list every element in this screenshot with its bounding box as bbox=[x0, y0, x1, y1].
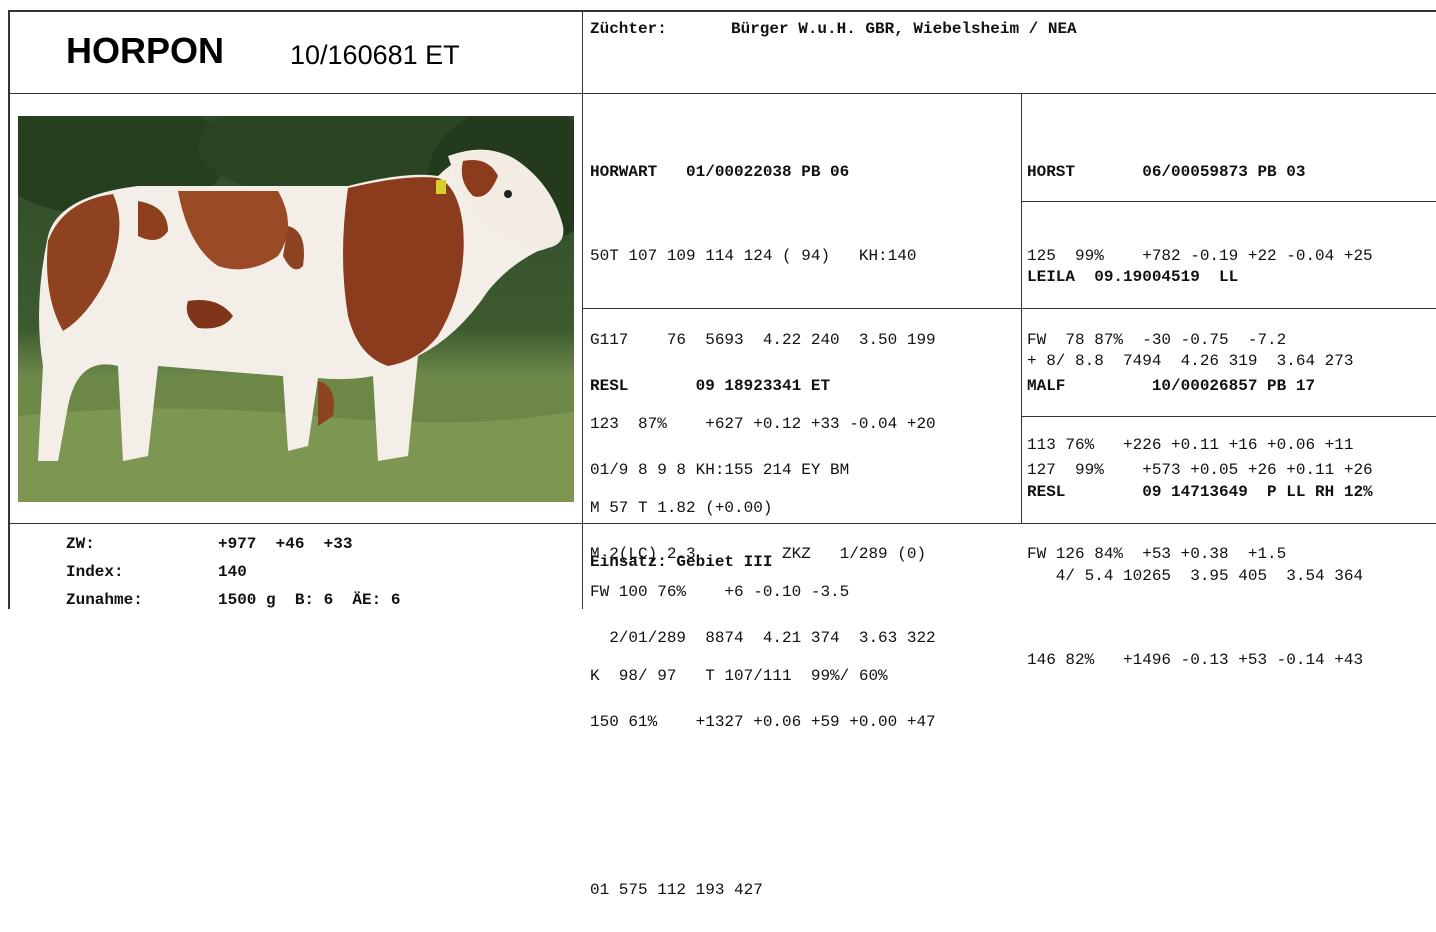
sire-dam-line-3: 113 76% +226 +0.11 +16 +0.06 +11 bbox=[1027, 436, 1354, 454]
border-right-split-3 bbox=[1021, 416, 1436, 417]
breeder-value: Bürger W.u.H. GBR, Wiebelsheim / NEA bbox=[731, 20, 1077, 38]
dam-sire-block: MALF 10/00026857 PB 17 127 99% +573 +0.0… bbox=[1027, 316, 1373, 596]
sire-dam-line-1: LEILA 09.19004519 LL bbox=[1027, 268, 1239, 286]
index-value: 140 bbox=[218, 563, 247, 581]
sire-sire-block: HORST 06/00059873 PB 03 125 99% +782 -0.… bbox=[1027, 102, 1373, 382]
page: { "header": { "bull_name": "HORPON", "bu… bbox=[8, 10, 1436, 899]
breeder-label: Züchter: bbox=[590, 20, 667, 38]
zw-label: ZW: bbox=[66, 535, 95, 553]
bull-name: HORPON bbox=[66, 30, 225, 71]
border-top bbox=[8, 10, 1436, 12]
dam-line-1: RESL 09 18923341 ET bbox=[590, 377, 831, 395]
gain-label: Zunahme: bbox=[66, 591, 143, 609]
bull-photo-illustration bbox=[18, 116, 574, 502]
usage-text: Einsatz: Gebiet III bbox=[590, 553, 773, 571]
dam-dam-block: RESL 09 14713649 P LL RH 12% 4/ 5.4 1026… bbox=[1027, 422, 1373, 702]
sire-sire-line-2: 125 99% +782 -0.19 +22 -0.04 +25 bbox=[1027, 247, 1373, 265]
dam-block: RESL 09 18923341 ET 01/9 8 9 8 KH:155 21… bbox=[590, 316, 936, 932]
sire-sire-line-1: HORST 06/00059873 PB 03 bbox=[1027, 163, 1306, 181]
sire-line-5: M 57 T 1.82 (+0.00) bbox=[590, 499, 773, 517]
dam-dam-line-3: 146 82% +1496 -0.13 +53 -0.14 +43 bbox=[1027, 651, 1364, 669]
index-label: Index: bbox=[66, 563, 124, 581]
dam-line-6 bbox=[590, 792, 936, 820]
border-header-bottom bbox=[8, 93, 1436, 94]
border-right-split-2 bbox=[1021, 308, 1436, 309]
bull-id: 10/160681 ET bbox=[290, 40, 460, 70]
dam-sire-line-3: FW 126 84% +53 +0.38 +1.5 bbox=[1027, 545, 1287, 563]
zw-value: +977 +46 +33 bbox=[218, 535, 353, 553]
dam-dam-line-1: RESL 09 14713649 P LL RH 12% bbox=[1027, 483, 1373, 501]
dam-line-5: 150 61% +1327 +0.06 +59 +0.00 +47 bbox=[590, 713, 936, 731]
border-sire-dam-split bbox=[582, 308, 1022, 309]
bull-photo bbox=[18, 116, 574, 502]
gain-value: 1500 g B: 6 ÄE: 6 bbox=[218, 591, 401, 609]
border-mid-vertical bbox=[582, 10, 583, 609]
border-right-split-1 bbox=[1021, 201, 1436, 202]
sire-sire-line-3: FW 78 87% -30 -0.75 -7.2 bbox=[1027, 331, 1287, 349]
sire-dam-line-2: + 8/ 8.8 7494 4.26 319 3.64 273 bbox=[1027, 352, 1354, 370]
dam-line-2: 01/9 8 9 8 KH:155 214 EY BM bbox=[590, 461, 850, 479]
dam-line-3: M 2(LC) 2.3 ZKZ 1/289 (0) bbox=[590, 545, 927, 563]
dam-sire-line-2: 127 99% +573 +0.05 +26 +0.11 +26 bbox=[1027, 461, 1373, 479]
border-left bbox=[8, 10, 10, 609]
dam-dam-line-2: 4/ 5.4 10265 3.95 405 3.54 364 bbox=[1027, 567, 1364, 585]
sire-line-2: 50T 107 109 114 124 ( 94) KH:140 bbox=[590, 247, 917, 265]
border-footer-top bbox=[8, 523, 1436, 524]
sire-line-6: FW 100 76% +6 -0.10 -3.5 bbox=[590, 583, 850, 601]
sire-line-4: 123 87% +627 +0.12 +33 -0.04 +20 bbox=[590, 415, 936, 433]
dam-sire-line-1: MALF 10/00026857 PB 17 bbox=[1027, 377, 1316, 395]
sire-line-3: G117 76 5693 4.22 240 3.50 199 bbox=[590, 331, 936, 349]
sire-line-1: HORWART 01/00022038 PB 06 bbox=[590, 163, 850, 181]
dam-line-7: 01 575 112 193 427 bbox=[590, 881, 763, 899]
dam-line-4: 2/01/289 8874 4.21 374 3.63 322 bbox=[590, 629, 936, 647]
sire-dam-block: LEILA 09.19004519 LL + 8/ 8.8 7494 4.26 … bbox=[1027, 207, 1353, 487]
